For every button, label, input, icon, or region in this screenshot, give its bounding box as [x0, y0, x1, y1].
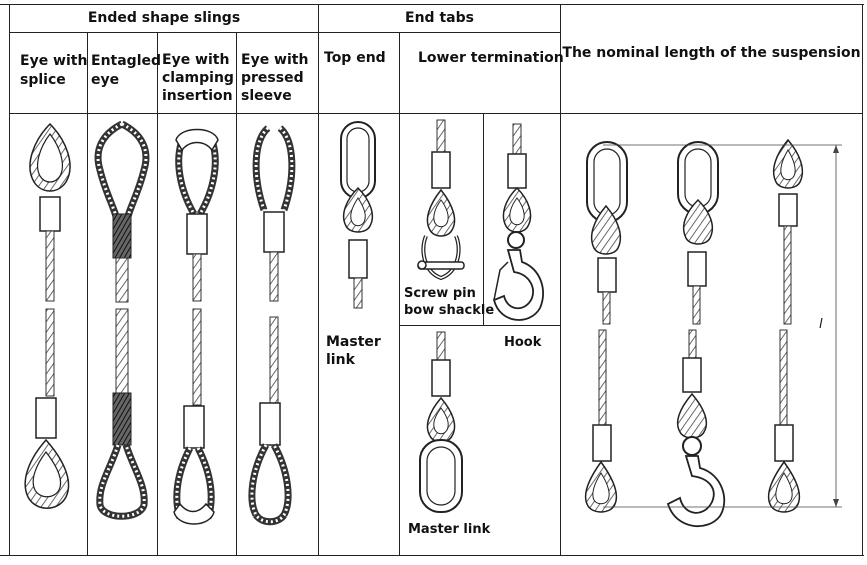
header-ended-shape-slings: Ended shape slings [87, 10, 241, 26]
lower-shackle [417, 119, 465, 281]
header-nominal-length: The nominal length of the suspension [562, 45, 861, 61]
border-top [0, 4, 864, 5]
splice-sleeve-bottom [35, 397, 57, 439]
col-sep-3 [236, 32, 237, 556]
sling-clamping [173, 128, 219, 525]
clamp-sleeve-bottom [183, 405, 205, 449]
border-bottom [0, 555, 864, 556]
col-lower-termination: Lower termination [418, 50, 564, 66]
label-master-link-l1: Master [326, 334, 381, 350]
col-sep-5 [399, 32, 400, 556]
col-sep-1 [87, 32, 88, 556]
col-entagled-l1: Entagled [91, 53, 162, 69]
col-entagled-l2: eye [91, 72, 120, 88]
header-row-line [9, 32, 561, 33]
clamp-insert-top [175, 128, 219, 152]
clamp-insert-bottom [173, 502, 215, 525]
length-dimension [603, 144, 842, 508]
label-shackle-l1: Screw pin [404, 286, 476, 301]
header-bottom-line [9, 113, 863, 114]
border-right [862, 4, 863, 556]
label-shackle-l2: bow shackle [404, 303, 495, 318]
length-symbol: l [819, 317, 823, 332]
lower-master-link [419, 331, 463, 513]
lower-split-line [399, 325, 561, 326]
sling-eye-splice [24, 122, 71, 509]
header-end-tabs: End tabs [405, 10, 474, 26]
label-master-link-l2: link [326, 352, 355, 368]
col-top-end: Top end [324, 50, 386, 66]
col-eye-splice-l2: splice [20, 72, 66, 88]
tangle-bottom [112, 392, 132, 446]
border-left [9, 4, 10, 556]
col-sep-2 [157, 32, 158, 556]
col-eye-splice-l1: Eye with [20, 53, 88, 69]
label-hook: Hook [504, 335, 542, 350]
pressed-sleeve-bottom [259, 402, 281, 446]
col-sep-7 [560, 4, 561, 556]
nominal-sling-1 [584, 141, 628, 513]
col-pressed-l3: sleeve [241, 88, 292, 104]
nominal-sling-3 [767, 138, 804, 513]
lower-hook [492, 123, 544, 321]
splice-sleeve-top [39, 196, 61, 232]
nominal-sling-2 [666, 141, 726, 528]
sling-pressed [248, 125, 296, 526]
col-clamping-l3: insertion [162, 88, 233, 104]
col-clamping-l2: clamping [162, 70, 234, 86]
label-master-link-bottom: Master link [408, 522, 491, 537]
sling-entagled [94, 120, 150, 520]
col-pressed-l2: pressed [241, 70, 304, 86]
pressed-sleeve-top [263, 211, 285, 253]
col-sep-4 [318, 4, 319, 556]
clamp-sleeve-top [186, 213, 208, 255]
tangle-top [112, 213, 132, 259]
col-pressed-l1: Eye with [241, 52, 309, 68]
col-sep-6 [483, 113, 484, 326]
top-end-master-link [340, 121, 376, 309]
col-clamping-l1: Eye with [162, 52, 230, 68]
